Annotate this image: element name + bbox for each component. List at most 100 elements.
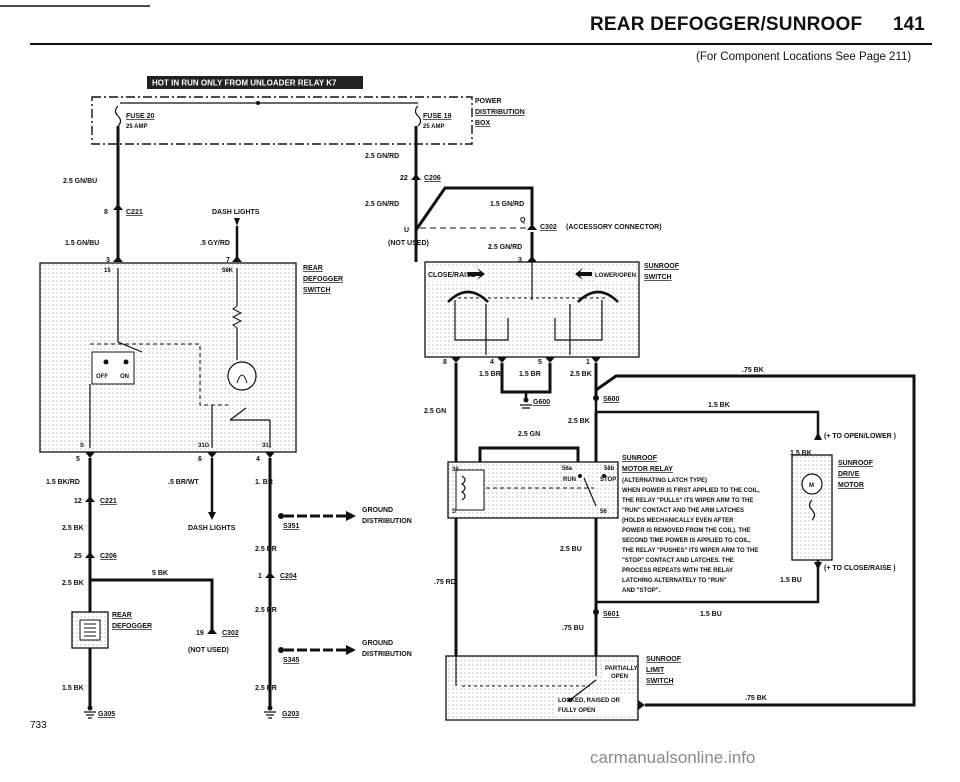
pin-5-label: 5: [76, 456, 80, 463]
relay-wiper-arm: [583, 477, 597, 507]
wire-bu15-1-label: 1.5 BU: [780, 577, 802, 584]
switch-name-3: SWITCH: [303, 287, 331, 294]
wire-gyrd-label: .5 GY/RD: [200, 240, 230, 247]
on-label: ON: [120, 374, 129, 380]
pin-4-terminal: [265, 452, 275, 458]
wire-gn25-2-label: 2.5 GN: [518, 431, 540, 438]
motor-label-3: MOTOR: [838, 482, 864, 489]
off-label: OFF: [96, 374, 108, 380]
wire-bk25-1-right-label: 2.5 BK: [570, 371, 592, 378]
wire-br15-1-label: 1.5 BR: [479, 371, 501, 378]
pin-8-right-label: 8: [443, 359, 447, 366]
sw-internal-left: [454, 300, 509, 341]
ground-dist-2a: GROUND: [362, 640, 393, 647]
limit-out-arrow: [638, 700, 645, 710]
accessory-label: (ACCESSORY CONNECTOR): [566, 224, 662, 231]
limit-label-1: SUNROOF: [646, 656, 682, 663]
fuse19-label: FUSE 19: [423, 113, 452, 120]
relay-description: (ALTERNATING LATCH TYPE) WHEN POWER IS F…: [622, 478, 760, 594]
wire-bk25-1-label: 2.5 BK: [62, 525, 84, 532]
relay-pin-s-label: S: [452, 509, 456, 515]
relay-pin-56b-label: 56b: [604, 466, 615, 472]
motor-breaker: [808, 499, 816, 521]
relay-stop-label: STOP: [600, 477, 616, 483]
dash-lights-bot-arrow: [208, 512, 216, 520]
c204-label: C204: [280, 573, 297, 580]
motor-label-2: DRIVE: [838, 471, 860, 478]
connector-c206-left: [85, 552, 95, 558]
connector-c221-bot: [85, 496, 95, 502]
indicator-lamp: [227, 361, 257, 391]
fuse19-symbol: [414, 105, 422, 127]
pin-6-label: 6: [198, 456, 202, 463]
wire-gnrd-4-label: 2.5 GN/RD: [488, 244, 522, 251]
close-raise-label: CLOSE/RAISE: [428, 272, 476, 279]
wire-gnrd-branch: [414, 186, 534, 231]
switch-name-1: REAR: [303, 265, 323, 272]
connector-c302-right: [527, 224, 537, 230]
relay-desc-5: (HOLDS MECHANICALLY EVEN AFTER: [622, 518, 734, 524]
fuse19-amp: 25 AMP: [423, 124, 444, 130]
relay-pin-30-label: 30: [452, 467, 459, 473]
close-raise-box: [426, 267, 486, 281]
sunroof-drive-motor: [791, 454, 833, 561]
connector-c204: [265, 572, 275, 578]
switch-relay-arm: [229, 407, 247, 421]
ground-g203-dot: [267, 705, 273, 711]
wire-bk5-label: 5 BK: [152, 570, 168, 577]
ground-g305-symbol: [84, 711, 96, 719]
not-used-1-label: (NOT USED): [188, 647, 229, 654]
pin-12-label: 12: [74, 498, 82, 505]
wire-gnrd-1-label: 2.5 GN/RD: [365, 153, 399, 160]
pin-u-label: U: [404, 227, 409, 234]
power-box-label-1: POWER: [475, 98, 501, 105]
relay-desc-10: PROCESS REPEATS WITH THE RELAY: [622, 568, 733, 574]
s601-label: S601: [603, 611, 619, 618]
wire-gn25-relay: [478, 446, 580, 462]
pin-4-label: 4: [256, 456, 260, 463]
wire-gnrd-3-label: 1.5 GN/RD: [490, 201, 524, 208]
lamp-filament: [236, 374, 248, 384]
connector-c302-left: [207, 628, 217, 634]
pin-8-label: 8: [104, 209, 108, 216]
limit-contact: [568, 698, 572, 702]
banner-text: HOT IN RUN ONLY FROM UNLOADER RELAY K7: [152, 79, 337, 88]
s351-label: S351: [283, 523, 299, 530]
close-raise-arrow: [468, 268, 485, 280]
connector-c221-top: [113, 204, 123, 210]
g600-symbol: [520, 404, 532, 409]
wire-br25-3-label: 2.5 BR: [255, 685, 277, 692]
wire-bu15-2-label: 1.5 BU: [700, 611, 722, 618]
rear-defogger-switch-inner: [91, 351, 135, 385]
relay-pin-56a-label: 56a: [562, 466, 573, 472]
relay-desc-9: "STOP" CONTACT AND LATCHES. THE: [622, 558, 734, 564]
relay-label-2: MOTOR RELAY: [622, 466, 673, 473]
relay-desc-7: SECOND TIME POWER IS APPLIED TO COIL,: [622, 538, 751, 544]
wire-br1-label: 1. BR: [255, 479, 273, 486]
relay-label-1: SUNROOF: [622, 455, 658, 462]
switch-contact-off: [103, 359, 109, 365]
dash-lights-arrow: [234, 218, 240, 226]
pin-6-terminal: [207, 452, 217, 458]
pin-1-right-label: 1: [586, 359, 590, 366]
relay-desc-1: (ALTERNATING LATCH TYPE): [622, 478, 707, 484]
wire-bk75-1-label: .75 BK: [742, 367, 764, 374]
pin-q-label: Q: [520, 217, 526, 224]
ground-dist-1-arrow: [346, 511, 356, 521]
sw-internal-left-arc: [447, 290, 489, 303]
relay-desc-3: THE RELAY "PULLS" ITS WIPER ARM TO THE: [622, 498, 753, 504]
wire-br15-2-label: 1.5 BR: [519, 371, 541, 378]
ground-g305-dot: [87, 705, 93, 711]
pin-1-right-terminal: [591, 357, 601, 363]
switch-pin-31-label: 31: [262, 443, 269, 449]
locked-label-2: FULLY OPEN: [558, 708, 595, 714]
relay-desc-6: POWER IS REMOVED FROM THE COIL). THE: [622, 528, 750, 534]
power-distribution-box: [91, 96, 473, 145]
switch-contact-on: [123, 359, 129, 365]
to-close-raise-label: (+ TO CLOSE/RAISE ): [824, 565, 896, 572]
relay-desc-4: "RUN" CONTACT AND THE ARM LATCHES: [622, 508, 744, 514]
wire-bu25-label: 2.5 BU: [560, 546, 582, 553]
sw-internal-right-arc: [577, 290, 619, 303]
s345-label: S345: [283, 657, 299, 664]
wire-brwt-label: .5 BR/WT: [168, 479, 199, 486]
